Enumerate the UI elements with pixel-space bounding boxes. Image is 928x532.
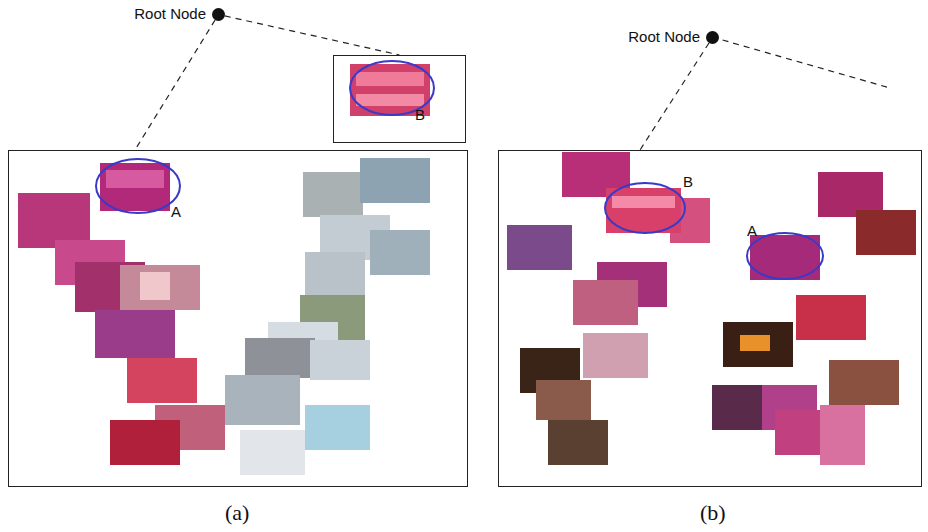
image-marker-letter: B xyxy=(415,106,425,123)
node-label: Root Node xyxy=(134,5,206,22)
tree-edge xyxy=(135,20,215,150)
panel-label: (a) xyxy=(225,500,249,526)
tree-edge xyxy=(225,16,400,55)
image-cluster-box: BA xyxy=(498,150,922,487)
image-marker-letter: A xyxy=(171,203,181,220)
image-marker-letter: B xyxy=(683,173,693,190)
root-node-dot: Root Node xyxy=(212,8,225,21)
root-node-dot: Root Node xyxy=(706,31,719,44)
image-marker-letter: A xyxy=(747,222,757,239)
node-label: Root Node xyxy=(628,28,700,45)
tree-edge xyxy=(640,43,709,150)
image-cluster-box: B xyxy=(333,55,466,143)
image-cluster-box: A xyxy=(8,150,468,487)
panel-label: (b) xyxy=(700,500,726,526)
